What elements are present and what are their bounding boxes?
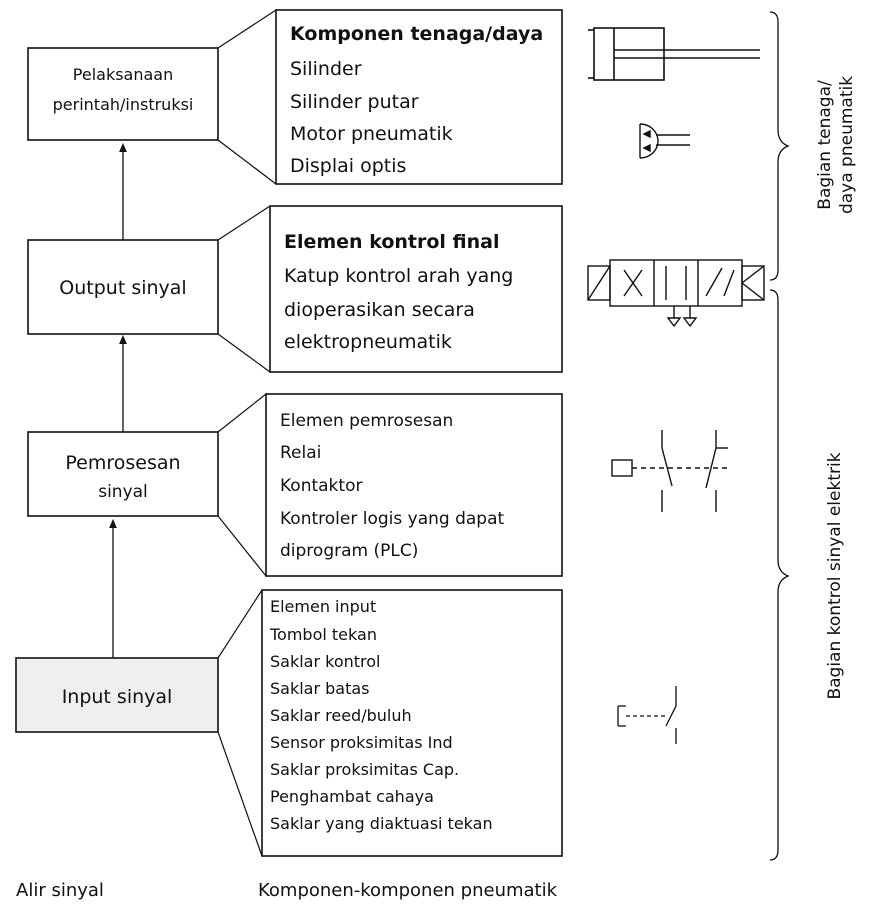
section-label-control: Bagian kontrol sinyal elektrik <box>825 452 845 699</box>
group-item: Saklar reed/buluh <box>270 706 412 725</box>
group-item: diprogram (PLC) <box>280 541 418 561</box>
group-item: dioperasikan secara <box>284 299 475 321</box>
footer-right-caption: Komponen-komponen pneumatik <box>258 880 558 901</box>
group-item: Silinder putar <box>290 91 419 113</box>
group-heading: Komponen tenaga/daya <box>290 23 543 45</box>
flow-label-line: sinyal <box>98 482 148 502</box>
component-box-input: Elemen input Tombol tekan Saklar kontrol… <box>261 589 563 857</box>
brace-control <box>769 289 790 861</box>
group-item: Penghambat cahaya <box>270 787 434 806</box>
group-item: Kontaktor <box>280 476 362 496</box>
component-box-power: Komponen tenaga/daya Silinder Silinder p… <box>275 9 563 185</box>
group-item: Kontroler logis yang dapat <box>280 509 504 529</box>
group-item: Motor pneumatik <box>290 123 453 145</box>
group-item: Saklar yang diaktuasi tekan <box>270 814 493 833</box>
group-item: Saklar proksimitas Cap. <box>270 760 459 779</box>
flow-label-line: Pemrosesan <box>65 452 180 474</box>
flow-label-line: Output sinyal <box>59 277 186 299</box>
connector-lines <box>217 9 277 857</box>
semi-rotary-actuator-symbol <box>639 123 690 159</box>
group-item: Tombol tekan <box>269 625 377 644</box>
group-heading: Elemen kontrol final <box>284 231 500 253</box>
flow-box-signal-input: Input sinyal <box>15 657 219 733</box>
flow-label-line: perintah/instruksi <box>53 95 194 114</box>
group-item: Sensor proksimitas Ind <box>270 733 453 752</box>
section-label-power: Bagian tenaga/ daya pneumatik <box>815 76 857 214</box>
group-item: Katup kontrol arah yang <box>284 265 513 287</box>
pushbutton-symbol <box>617 686 677 744</box>
section-label-line: Bagian kontrol sinyal elektrik <box>825 452 845 699</box>
component-box-processing: Elemen pemrosesan Relai Kontaktor Kontro… <box>265 393 563 577</box>
solenoid-valve-symbol <box>587 259 765 328</box>
section-label-line: Bagian tenaga/ <box>815 80 835 210</box>
flow-label-line: Pelaksanaan <box>73 65 173 84</box>
group-item: Displai optis <box>290 155 406 177</box>
group-heading: Elemen input <box>270 597 376 616</box>
section-label-line: daya pneumatik <box>837 76 857 214</box>
signal-flow-arrows <box>109 142 127 658</box>
cylinder-symbol <box>588 27 760 81</box>
group-item: Saklar kontrol <box>270 652 381 671</box>
flow-label-line: Input sinyal <box>62 686 173 708</box>
group-item: Saklar batas <box>270 679 370 698</box>
flow-box-signal-processing: Pemrosesan sinyal <box>27 431 219 517</box>
group-heading: Elemen pemrosesan <box>280 411 453 431</box>
group-item: elektropneumatik <box>284 331 452 353</box>
relay-contact-symbol <box>611 430 728 512</box>
group-item: Relai <box>280 443 321 463</box>
group-item: Silinder <box>290 58 362 80</box>
brace-power <box>769 11 790 281</box>
component-box-final-control: Elemen kontrol final Katup kontrol arah … <box>269 205 563 373</box>
flow-box-signal-output: Output sinyal <box>27 239 219 335</box>
flow-box-execution: Pelaksanaan perintah/instruksi <box>27 47 219 141</box>
footer-left-caption: Alir sinyal <box>16 880 104 901</box>
